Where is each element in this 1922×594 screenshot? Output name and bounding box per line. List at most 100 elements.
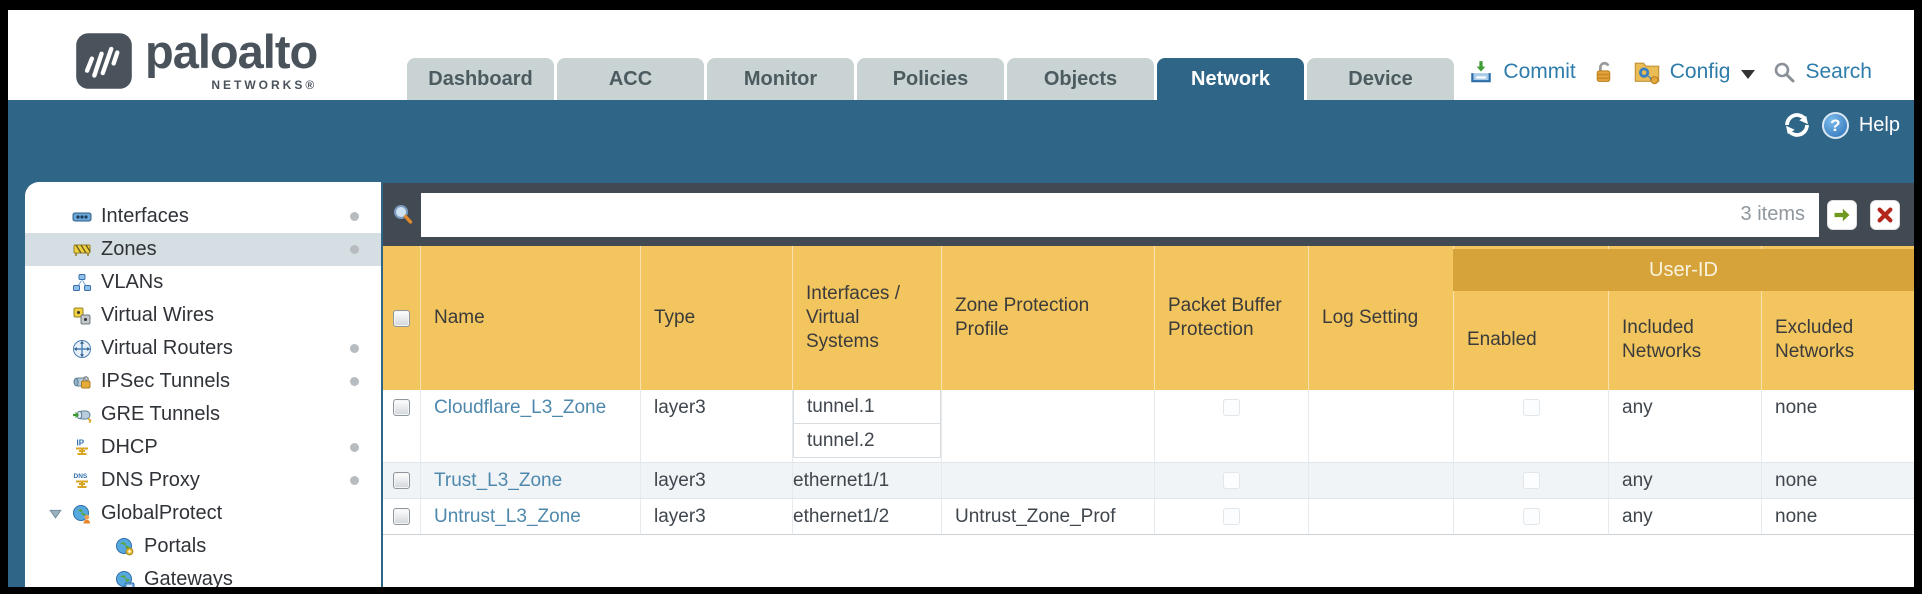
lock-icon[interactable]	[1591, 60, 1616, 85]
user-id-enabled-checkbox[interactable]	[1522, 472, 1540, 489]
tab-monitor[interactable]: Monitor	[707, 58, 854, 100]
sidebar-item-label: Virtual Wires	[101, 304, 214, 326]
column-header-type[interactable]: Type	[640, 246, 792, 390]
column-header-excluded-networks[interactable]: Excluded Networks	[1761, 246, 1914, 390]
sidebar-item-label: Interfaces	[101, 205, 189, 227]
zone-type-value: layer3	[654, 397, 706, 418]
zone-name-link[interactable]: Cloudflare_L3_Zone	[434, 397, 607, 418]
user-id-enabled-checkbox[interactable]	[1522, 508, 1540, 525]
search-link[interactable]: Search	[1805, 60, 1872, 83]
tab-network[interactable]: Network	[1157, 58, 1304, 100]
sidebar-item-interfaces[interactable]: Interfaces	[25, 200, 381, 233]
gateways-icon	[115, 570, 135, 587]
select-all-checkbox[interactable]	[393, 309, 410, 327]
row-select-checkbox[interactable]	[393, 472, 410, 489]
row-select-cell	[383, 390, 420, 462]
gre-tunnels-icon	[72, 405, 92, 425]
zone-name-link[interactable]: Trust_L3_Zone	[434, 470, 563, 491]
excluded-networks-value: none	[1775, 397, 1818, 418]
select-all-column-header[interactable]	[383, 246, 420, 390]
commit-icon[interactable]	[1468, 59, 1494, 85]
config-icon[interactable]	[1633, 58, 1661, 86]
zone-name-cell: Untrust_L3_Zone	[420, 499, 640, 534]
tab-dashboard[interactable]: Dashboard	[407, 58, 554, 100]
zone-type-cell: layer3	[640, 499, 792, 534]
logo-text: paloalto NETWORKS®	[145, 24, 318, 92]
column-header-label: Interfaces / Virtual Systems	[806, 283, 900, 352]
zone-name-link[interactable]: Untrust_L3_Zone	[434, 506, 581, 527]
column-header-packet-buffer-protection[interactable]: Packet Buffer Protection	[1154, 246, 1308, 390]
sidebar-item-globalprotect[interactable]: GlobalProtect	[25, 497, 381, 530]
interface-item: tunnel.2	[793, 423, 941, 458]
interface-item: tunnel.1	[793, 390, 941, 424]
column-header-label: Name	[434, 307, 485, 328]
row-select-checkbox[interactable]	[393, 399, 410, 416]
packet-buffer-protection-checkbox[interactable]	[1223, 508, 1240, 525]
search-icon[interactable]	[1772, 60, 1796, 84]
expand-triangle-icon[interactable]	[49, 507, 62, 520]
sidebar-item-gre-tunnels[interactable]: GRE Tunnels	[25, 398, 381, 431]
brand-subtitle: NETWORKS®	[211, 78, 318, 92]
packet-buffer-protection-cell	[1154, 390, 1308, 462]
sidebar-item-label: IPSec Tunnels	[101, 370, 230, 392]
tab-objects[interactable]: Objects	[1007, 58, 1154, 100]
commit-button[interactable]: Commit	[1503, 60, 1576, 83]
excluded-networks-cell: none	[1761, 499, 1914, 534]
sidebar-item-gateways[interactable]: Gateways	[25, 563, 381, 587]
log-setting-cell	[1308, 390, 1453, 462]
help-label[interactable]: Help	[1858, 113, 1900, 136]
zone-protection-profile-cell: Untrust_Zone_Prof	[941, 499, 1154, 534]
sidebar-item-ipsec-tunnels[interactable]: IPSec Tunnels	[25, 365, 381, 398]
row-select-checkbox[interactable]	[393, 508, 410, 525]
filter-input-box: 3 items	[421, 192, 1819, 237]
sidebar-item-zones[interactable]: Zones	[25, 233, 381, 266]
sidebar-item-virtual-routers[interactable]: Virtual Routers	[25, 332, 381, 365]
column-header-label: Zone Protection Profile	[955, 295, 1090, 340]
column-header-label: Type	[654, 307, 696, 328]
column-header-included-networks[interactable]: Included Networks	[1608, 246, 1761, 390]
status-dot	[350, 476, 359, 485]
zone-name-cell: Cloudflare_L3_Zone	[420, 390, 640, 462]
filter-input[interactable]	[421, 194, 1741, 235]
tab-device[interactable]: Device	[1307, 58, 1454, 100]
refresh-icon[interactable]	[1782, 110, 1812, 140]
packet-buffer-protection-checkbox[interactable]	[1223, 472, 1240, 489]
zone-type-cell: layer3	[640, 463, 792, 498]
column-header-log-setting[interactable]: Log Setting	[1308, 246, 1453, 390]
config-caret-icon[interactable]	[1741, 69, 1756, 79]
excluded-networks-cell: none	[1761, 390, 1914, 462]
svg-text:IP: IP	[77, 438, 85, 447]
clear-filter-button[interactable]	[1870, 199, 1900, 230]
column-header-name[interactable]: Name	[420, 246, 640, 390]
interface-item: ethernet1/1	[793, 470, 890, 491]
row-select-cell	[383, 499, 420, 534]
status-dot	[350, 344, 359, 353]
interfaces-cell: ethernet1/1	[792, 463, 941, 498]
column-header-interfaces-virtual-systems[interactable]: Interfaces / Virtual Systems	[792, 246, 941, 390]
apply-filter-button[interactable]	[1827, 199, 1857, 230]
included-networks-cell: any	[1608, 390, 1761, 462]
config-menu[interactable]: Config	[1669, 60, 1731, 83]
sidebar-item-label: GlobalProtect	[101, 502, 223, 524]
included-networks-cell: any	[1608, 499, 1761, 534]
help-icon[interactable]	[1821, 111, 1849, 139]
vlans-icon	[72, 273, 92, 293]
user-id-enabled-checkbox[interactable]	[1522, 399, 1540, 416]
sidebar-item-portals[interactable]: Portals	[25, 530, 381, 563]
tab-policies[interactable]: Policies	[857, 58, 1004, 100]
column-header-zone-protection-profile[interactable]: Zone Protection Profile	[941, 246, 1154, 390]
brand-name: paloalto	[145, 25, 318, 78]
column-header-enabled[interactable]: Enabled	[1453, 246, 1608, 390]
sidebar-item-virtual-wires[interactable]: Virtual Wires	[25, 299, 381, 332]
column-header-label: Packet Buffer Protection	[1168, 295, 1282, 340]
tab-acc[interactable]: ACC	[557, 58, 704, 100]
packet-buffer-protection-checkbox[interactable]	[1223, 399, 1240, 416]
sidebar-item-vlans[interactable]: VLANs	[25, 266, 381, 299]
dns-proxy-icon: DNS	[72, 471, 92, 491]
